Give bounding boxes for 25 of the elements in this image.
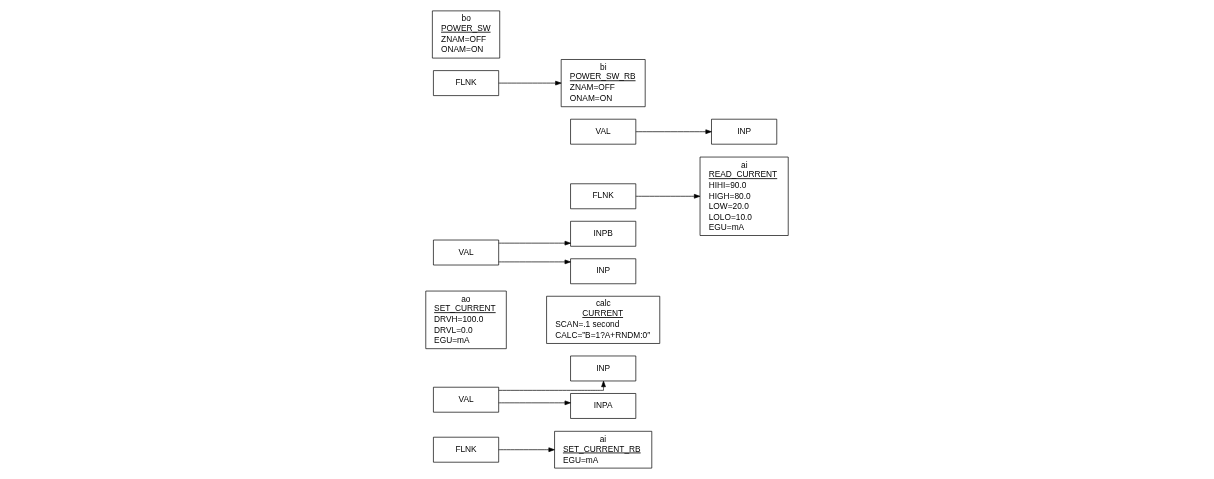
node-box: bi POWER_SW_RB ZNAM=OFF ONAM=ON — [560, 59, 646, 108]
node-box: FLNK — [570, 183, 637, 210]
node-box: VAL — [433, 239, 500, 266]
arrow — [635, 194, 701, 199]
arrow — [498, 400, 571, 406]
arrow — [498, 80, 562, 86]
arrow — [498, 447, 555, 452]
node-box: INP — [570, 258, 637, 285]
node-box: INPA — [570, 393, 637, 419]
node-box: ai READ_CURRENT HIHI=90.0 HIGH=80.0 LOW=20.0 LOLO=10.0 EGU=mA — [699, 156, 789, 236]
node-box: calc CURRENT SCAN=.1 second CALC=”B=1?A+RNDM:0″ — [546, 295, 661, 344]
node-box: VAL — [433, 386, 500, 413]
node-box: bo POWER_SW ZNAM=OFF ONAM=ON — [432, 10, 501, 59]
node-box: FLNK — [433, 70, 500, 96]
node-box: INPB — [570, 220, 637, 247]
node-box: ai SET_CURRENT_RB EGU=mA — [554, 430, 653, 469]
node-box: FLNK — [433, 436, 500, 463]
node-box: VAL — [570, 118, 637, 145]
arrow — [635, 129, 712, 134]
node-box: INP — [711, 118, 778, 145]
arrow — [498, 259, 571, 265]
arrow — [498, 380, 606, 391]
node-box: ao SET_CURRENT DRVH=100.0 DRVL=0.0 EGU=mA — [425, 290, 507, 350]
node-box: INP — [570, 355, 637, 382]
arrow — [498, 240, 571, 246]
